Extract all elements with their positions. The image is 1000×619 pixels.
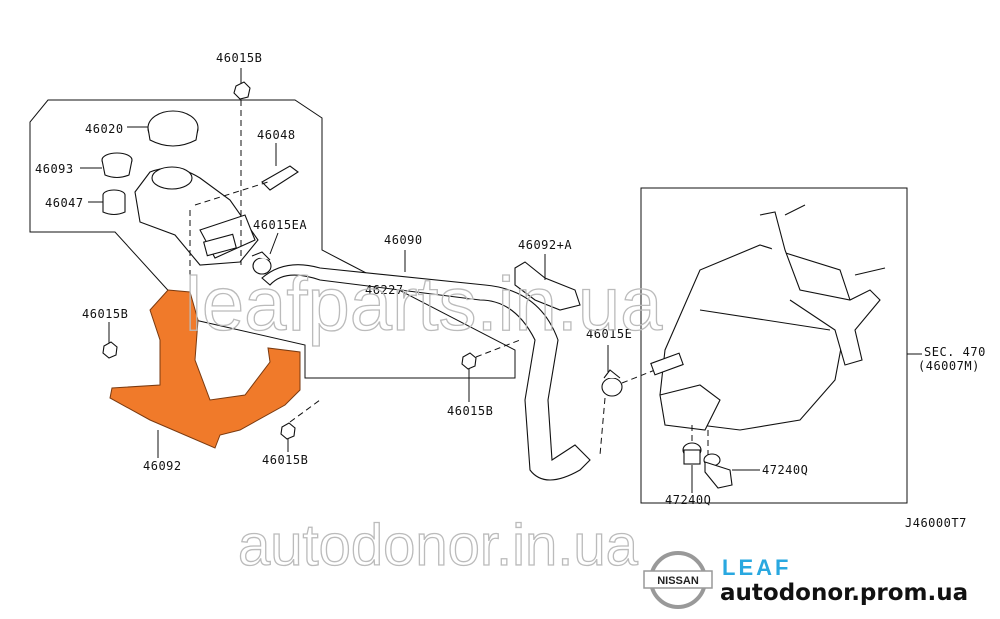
guide-line xyxy=(475,339,521,358)
pressure-sensor-right xyxy=(703,453,733,489)
brake-booster-assembly xyxy=(650,204,886,431)
reservoir-cap xyxy=(147,110,199,147)
leader-line xyxy=(269,232,279,255)
label-46015b-bottom: 46015B xyxy=(262,453,308,467)
label-46020: 46020 xyxy=(85,122,124,136)
label-46092a: 46092+A xyxy=(518,238,572,252)
label-47240q-right: 47240Q xyxy=(762,463,808,477)
nissan-logo: NISSAN xyxy=(643,551,713,609)
label-46007m: (46007M) xyxy=(918,359,980,373)
hose xyxy=(261,264,591,481)
label-46092: 46092 xyxy=(143,459,182,473)
pin xyxy=(261,165,299,191)
clamp-e xyxy=(601,369,623,397)
nut-left xyxy=(102,341,118,359)
guide-line xyxy=(289,399,321,423)
clamp-ea xyxy=(251,251,272,275)
pressure-sensor-left xyxy=(682,442,702,465)
bracket-highlighted xyxy=(109,289,301,449)
label-46093: 46093 xyxy=(35,162,74,176)
label-46090: 46090 xyxy=(384,233,423,247)
nut-top xyxy=(233,81,251,100)
bracket-a xyxy=(514,261,581,311)
guide-line xyxy=(621,369,656,384)
label-46015ea: 46015EA xyxy=(253,218,307,232)
guide-line xyxy=(599,397,606,456)
group-outline xyxy=(29,99,516,379)
label-46015b-mid: 46015B xyxy=(447,404,493,418)
label-46015b-left: 46015B xyxy=(82,307,128,321)
seal-ring xyxy=(101,152,133,179)
reservoir xyxy=(134,166,259,266)
label-46015e: 46015E xyxy=(586,327,632,341)
section-box xyxy=(640,187,908,504)
nissan-logo-text: NISSAN xyxy=(657,575,699,587)
label-46048: 46048 xyxy=(257,128,296,142)
label-sec-470: SEC. 470 xyxy=(924,345,986,359)
diagram-code: J46000T7 xyxy=(905,516,967,530)
nut-mid xyxy=(461,352,477,370)
watermark-leafparts: leafparts.in.ua xyxy=(185,262,663,347)
label-47240q-left: 47240Q xyxy=(665,493,711,507)
label-46047: 46047 xyxy=(45,196,84,210)
guide-line xyxy=(194,181,269,206)
label-46227: 46227 xyxy=(365,283,404,297)
grommet xyxy=(102,189,126,216)
nut-bottom xyxy=(280,422,296,440)
model-name: LEAF xyxy=(722,555,791,580)
site-name: autodonor.prom.ua xyxy=(720,580,968,606)
label-46015b-top: 46015B xyxy=(216,51,262,65)
watermark-autodonor: autodonor.in.ua xyxy=(238,513,639,578)
